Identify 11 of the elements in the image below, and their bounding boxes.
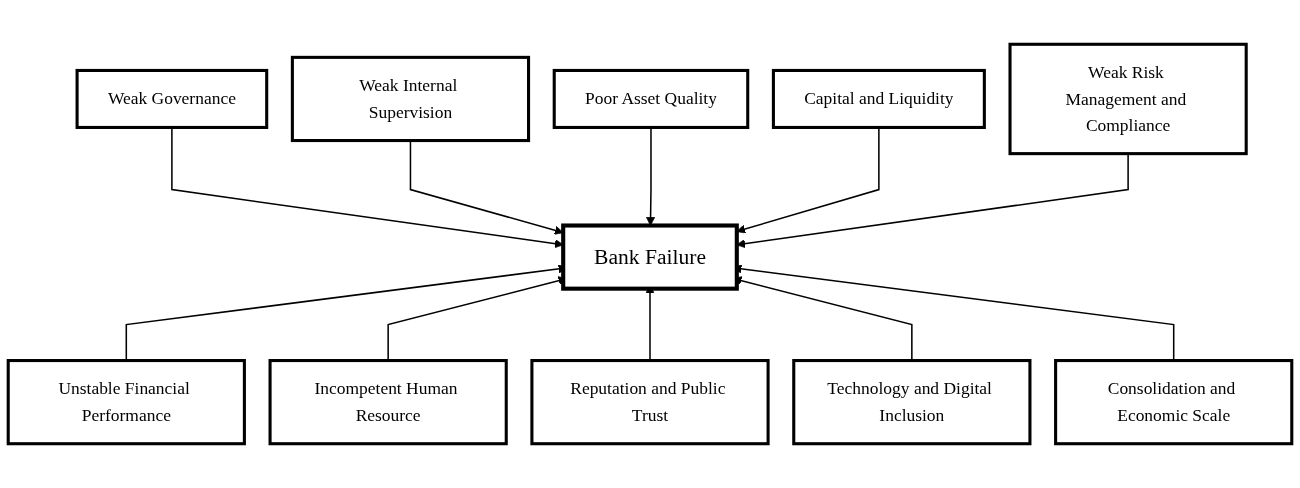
node-box: Weak Governance: [75, 68, 269, 129]
node-box: Consolidation and Economic Scale: [1054, 359, 1294, 446]
node-box: Unstable Financial Performance: [6, 359, 246, 446]
node-box: Bank Failure: [561, 223, 739, 291]
node-box: Capital and Liquidity: [771, 68, 986, 129]
node-box: Weak Internal Supervision: [290, 55, 531, 143]
node-box: Weak Risk Management and Compliance: [1008, 42, 1248, 156]
node-box: Reputation and Public Trust: [530, 359, 770, 446]
node-box: Poor Asset Quality: [552, 68, 750, 129]
node-box: Technology and Digital Inclusion: [792, 359, 1032, 446]
node-box: Incompetent Human Resource: [268, 359, 508, 446]
